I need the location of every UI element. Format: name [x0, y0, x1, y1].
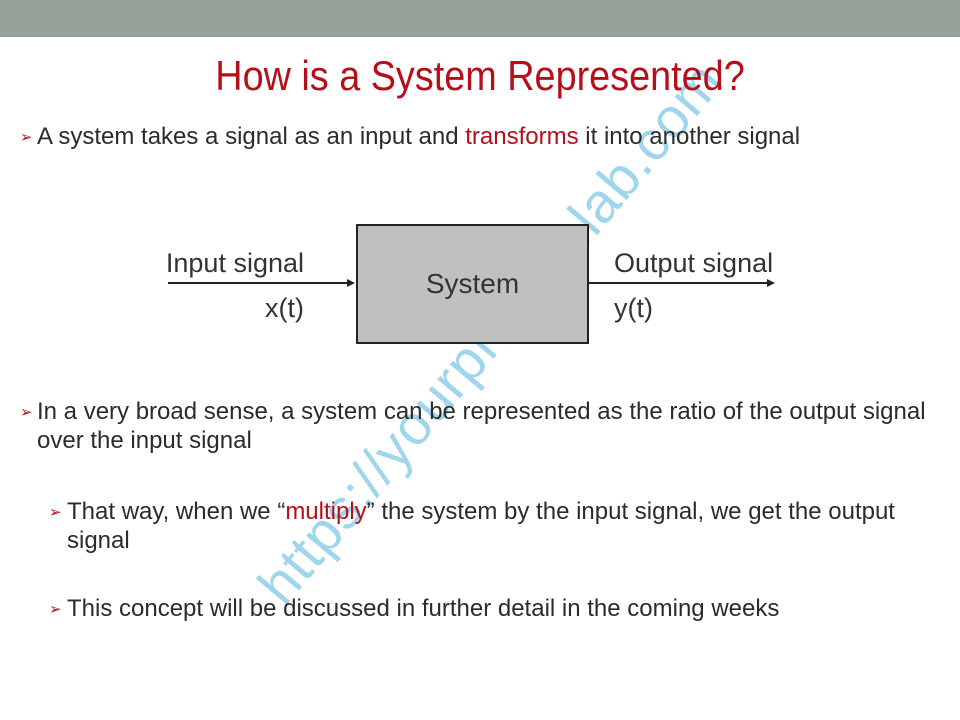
- sub-bullet-1-text-end: ” the system by the input signal, we get…: [67, 498, 895, 554]
- bullet-1-text-end: it into another signal: [578, 123, 801, 150]
- output-arrowhead-icon: [767, 279, 775, 287]
- sub-bullet-1-text: That way, when we “: [67, 498, 286, 525]
- bullet-1: A system takes a signal as an input and …: [37, 122, 917, 151]
- output-variable: y(t): [614, 293, 653, 323]
- sub-bullet-2: This concept will be discussed in furthe…: [67, 595, 780, 622]
- input-variable: x(t): [265, 293, 304, 323]
- input-signal-label: Input signal: [165, 248, 304, 278]
- slide-title: How is a System Represented?: [215, 52, 745, 99]
- system-label: System: [425, 268, 520, 299]
- sub-bullet-arrow-icon: ➢: [49, 601, 62, 618]
- input-arrowhead-icon: [347, 279, 355, 287]
- bullet-1-text: A system takes a signal as an input and: [37, 123, 466, 150]
- bullet-arrow-icon: ➢: [20, 129, 33, 146]
- top-bar: [0, 0, 960, 37]
- bullet-1-highlight: transforms: [465, 123, 579, 150]
- bullet-arrow-icon: ➢: [20, 404, 33, 421]
- sub-bullet-1: That way, when we “multiply” the system …: [67, 497, 947, 555]
- bullet-2: In a very broad sense, a system can be r…: [37, 398, 926, 454]
- output-signal-label: Output signal: [614, 248, 774, 278]
- sub-bullet-arrow-icon: ➢: [49, 504, 62, 521]
- sub-bullet-1-highlight: multiply: [285, 498, 367, 525]
